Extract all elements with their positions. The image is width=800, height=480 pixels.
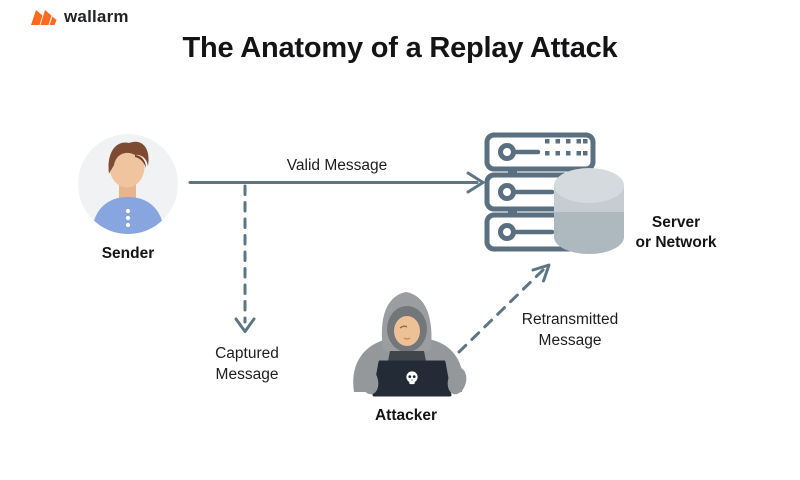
retransmitted-message-arrow — [457, 263, 551, 354]
captured-message-label: Captured Message — [215, 345, 279, 383]
valid-message-label: Valid Message — [286, 157, 388, 174]
sender-hair — [108, 141, 149, 174]
captured-message-arrow — [234, 184, 256, 333]
skull-icon — [406, 371, 418, 385]
valid-message-arrow — [188, 171, 485, 194]
retransmitted-message-label: Retransmitted Message — [521, 311, 619, 349]
brand-name: wallarm — [64, 7, 129, 26]
attacker-label: Attacker — [374, 407, 438, 424]
database-icon — [554, 168, 624, 254]
brand-header: wallarm — [30, 7, 129, 27]
attacker-face — [394, 316, 420, 346]
server-icon — [480, 125, 660, 265]
sender-label: Sender — [101, 245, 155, 262]
server-led-dots — [545, 139, 588, 156]
wallarm-logo-icon — [30, 7, 57, 27]
attacker-icon — [340, 288, 490, 400]
page-title: The Anatomy of a Replay Attack — [182, 32, 618, 64]
server-label: Server or Network — [635, 214, 717, 251]
sender-avatar — [78, 134, 178, 234]
